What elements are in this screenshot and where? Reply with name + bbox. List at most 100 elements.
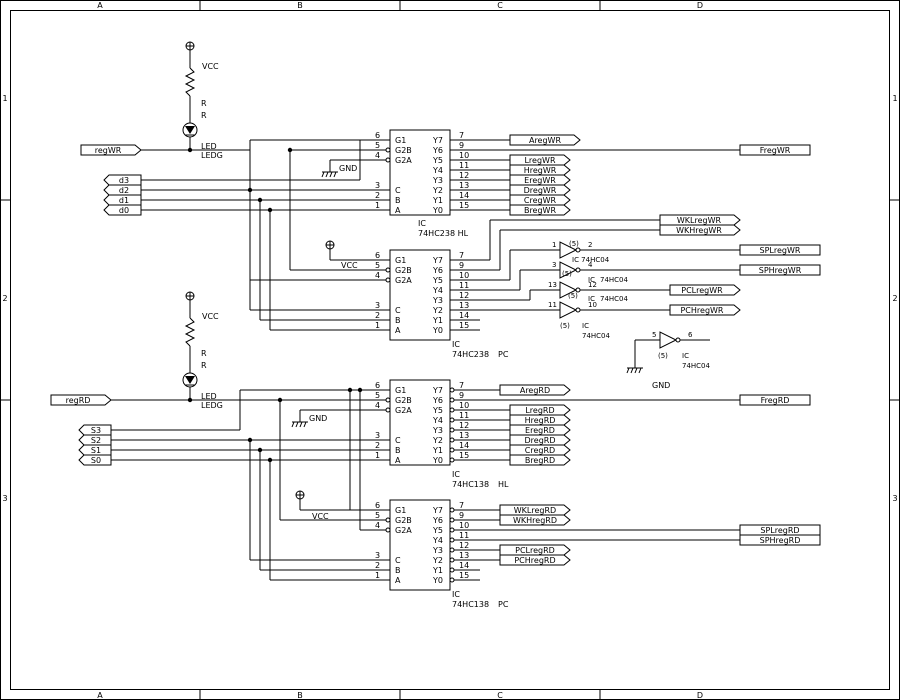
pin-number: 9: [459, 391, 464, 400]
pclregrd-label: PCLregRD: [515, 546, 555, 555]
pin-label: Y1: [432, 446, 443, 455]
pin-number: 7: [459, 501, 464, 510]
gnd-label: GND: [339, 164, 357, 173]
pin-number: 2: [375, 441, 380, 450]
cregwr-output-port: [509, 194, 571, 206]
aregrd-output-port: [499, 384, 571, 396]
pin-label: Y5: [432, 406, 443, 415]
pin-number: 4: [375, 271, 380, 280]
pin-label: Y1: [432, 196, 443, 205]
pin-label: Y3: [432, 176, 443, 185]
pin-label: G2A: [395, 406, 412, 415]
pin-label: Y2: [432, 186, 443, 195]
ic-ref: PC: [498, 600, 509, 609]
pin-number: 14: [459, 441, 469, 450]
pin-number: 2: [375, 561, 380, 570]
bregwr-output-port: [509, 204, 571, 216]
ic-part: 74HC04: [582, 332, 611, 340]
pin-number: 12: [459, 421, 469, 430]
pin-number: 7: [459, 131, 464, 140]
pin-number: 4: [375, 401, 380, 410]
hregwr-label: HregWR: [524, 166, 557, 175]
gnd-label: GND: [309, 414, 327, 423]
pin-number: 6: [375, 251, 380, 260]
unit-label: (5): [658, 352, 668, 360]
pin-label: A: [395, 206, 401, 215]
pin-number: 2: [588, 241, 592, 249]
not-gate-icon: [559, 241, 578, 259]
inverter-gate-2: 3 4 IC 74HC04 (5): [552, 256, 740, 279]
pin-number: 1: [375, 451, 380, 460]
resistor-label: R: [201, 349, 207, 358]
gnd-label: GND: [652, 381, 670, 390]
pin-number: 11: [459, 161, 469, 170]
pin-number: 5: [375, 391, 380, 400]
ic-label: IC: [582, 322, 589, 330]
lregrd-output-port: [509, 404, 571, 416]
led-label: LED: [201, 142, 217, 151]
pin-label: Y6: [432, 266, 443, 275]
ic-part: 74HC138: [452, 480, 489, 489]
pin-label: Y4: [432, 416, 443, 425]
row-label-1-left: 1: [2, 94, 7, 103]
pin-label: G1: [395, 386, 406, 395]
s0-input-port: [78, 454, 112, 466]
vcc-label: VCC: [341, 261, 358, 270]
pin-number: 6: [375, 131, 380, 140]
wkhregwr-output-port: [659, 224, 741, 236]
vcc-label: VCC: [202, 62, 219, 71]
row-label-2-left: 2: [2, 294, 7, 303]
splregrd-label: SPLregRD: [760, 526, 799, 535]
row-label-3-left: 3: [2, 494, 7, 503]
pin-number: 3: [375, 431, 380, 440]
eregwr-label: EregWR: [524, 176, 556, 185]
col-label-b-bottom: B: [297, 691, 303, 700]
led-label: LED: [201, 392, 217, 401]
pin-number: 1: [375, 321, 380, 330]
pin-label: Y2: [432, 436, 443, 445]
lregwr-label: LregWR: [524, 156, 555, 165]
pin-number: 11: [459, 411, 469, 420]
pchregrd-output-port: [499, 554, 571, 566]
ic-label: IC: [588, 276, 595, 284]
pclregwr-label: PCLregWR: [681, 286, 723, 295]
pin-label: Y7: [432, 506, 443, 515]
regwr-label: regWR: [95, 146, 122, 155]
ic-label: IC: [588, 295, 595, 303]
col-label-c-top: C: [497, 1, 503, 10]
resistor-icon: [184, 317, 196, 347]
sphregrd-label: SPHregRD: [760, 536, 801, 545]
ic-74hc238-pc: 6 5 4 3 2 1 G1 G2B G2A C B A Y7 Y6 Y5 Y4…: [250, 249, 540, 359]
led-g-label: LEDG: [201, 401, 223, 410]
col-label-b-top: B: [297, 1, 303, 10]
pin-number: 13: [459, 301, 469, 310]
pin-label: Y7: [432, 256, 443, 265]
hregrd-output-port: [509, 414, 571, 426]
pin-number: 10: [459, 151, 469, 160]
ic-74hc138-hl: 6 5 4 3 2 1 G1 G2B G2A C B A Y7 Y6 Y5 Y4…: [370, 379, 509, 489]
pin-label: G2B: [395, 516, 412, 525]
ic-label: IC: [452, 470, 460, 479]
pin-label: B: [395, 316, 401, 325]
d0-label: d0: [119, 206, 129, 215]
fregrd-label: FregRD: [761, 396, 790, 405]
s0-label: S0: [91, 456, 101, 465]
pin-label: G1: [395, 506, 406, 515]
aregwr-output-port: [509, 134, 581, 146]
wklregwr-label: WKLregWR: [677, 216, 722, 225]
col-label-c-bottom: C: [497, 691, 503, 700]
led-indicator-read: VCC R R LED LEDG: [182, 291, 223, 410]
wkhregrd-output-port: [499, 514, 571, 526]
bregrd-label: BregRD: [525, 456, 555, 465]
lregwr-output-port: [509, 154, 571, 166]
s2-label: S2: [91, 436, 101, 445]
pin-number: 12: [459, 541, 469, 550]
pin-number: 7: [459, 381, 464, 390]
inverter-gate-1: 1 2 (5): [552, 240, 740, 259]
pin-number: 9: [459, 141, 464, 150]
pchregrd-label: PCHregRD: [514, 556, 555, 565]
wklregrd-output-port: [499, 504, 571, 516]
